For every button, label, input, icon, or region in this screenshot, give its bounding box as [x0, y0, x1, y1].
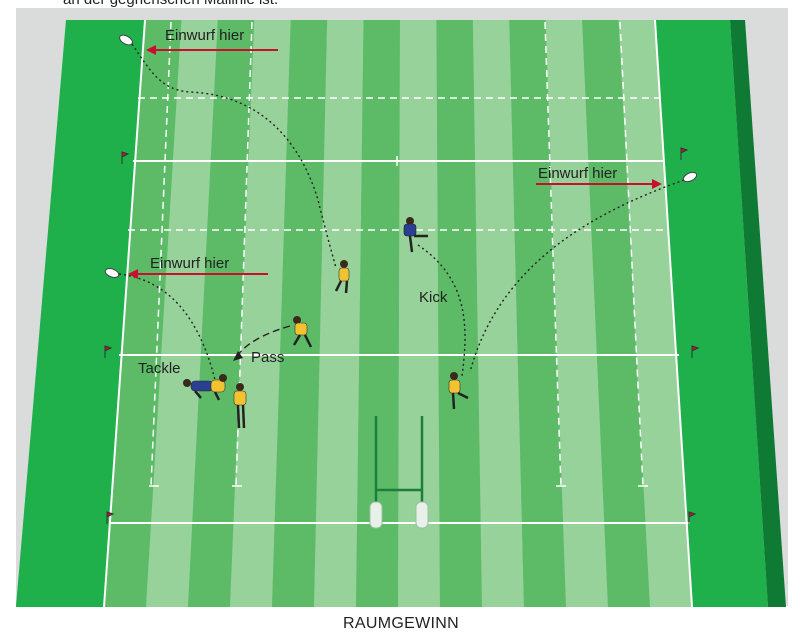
label-einwurf-mid-left: Einwurf hier	[150, 255, 229, 272]
label-einwurf-top-left: Einwurf hier	[165, 27, 244, 44]
label-einwurf-right: Einwurf hier	[538, 165, 617, 182]
label-tackle: Tackle	[138, 360, 181, 377]
label-pass: Pass	[251, 349, 284, 366]
diagram-caption: RAUMGEWINN	[0, 615, 802, 633]
label-kick: Kick	[419, 289, 448, 306]
pitch-stripes	[104, 20, 692, 607]
